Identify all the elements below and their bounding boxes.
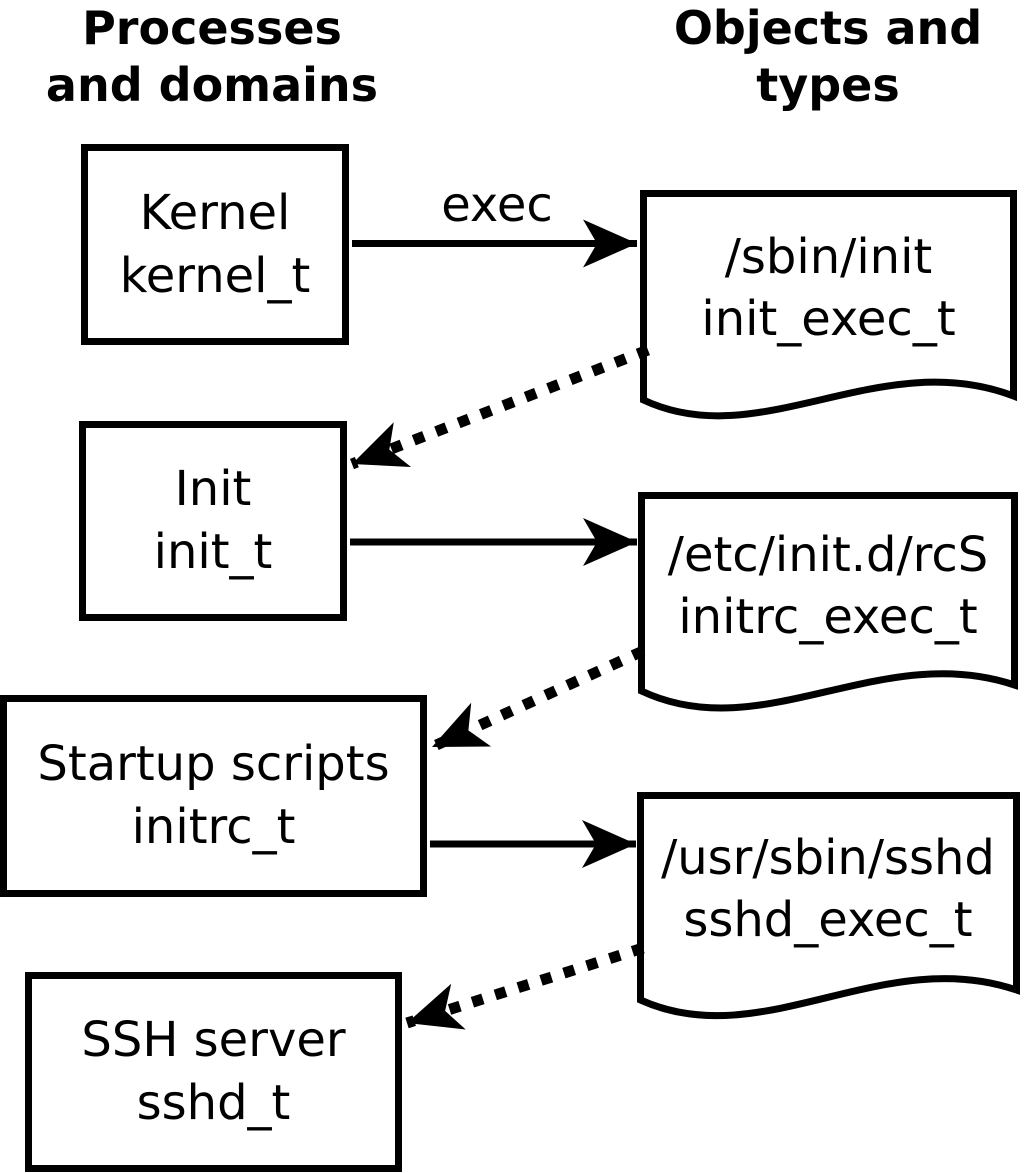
process-box-ssh-server: SSH server sshd_t	[25, 972, 402, 1172]
dotted-arrow-rcs-to-initrc	[429, 645, 646, 753]
process-name: SSH server	[81, 1012, 346, 1068]
process-name: Startup scripts	[37, 736, 390, 792]
document-shape-usr-sbin-sshd	[637, 792, 1020, 1020]
header-line: Objects and	[673, 1, 983, 55]
header-line: and domains	[45, 58, 379, 112]
process-domain-type: initrc_t	[131, 799, 296, 855]
process-domain-type: sshd_t	[136, 1075, 291, 1131]
process-box-init: Init init_t	[79, 421, 347, 621]
dotted-arrow-sshd-to-sshserver	[405, 942, 645, 1030]
process-name: Init	[174, 461, 252, 517]
column-header-objects-and-types: Objects and types	[632, 0, 1024, 114]
dotted-arrow-sbin-init-to-init	[350, 344, 650, 470]
edge-label-exec: exec	[441, 177, 553, 233]
column-header-processes-and-domains: Processes and domains	[0, 0, 424, 114]
document-shape-sbin-init	[640, 190, 1017, 420]
process-domain-type: init_t	[153, 524, 273, 580]
process-domain-type: kernel_t	[119, 247, 311, 304]
process-box-kernel: Kernel kernel_t	[81, 144, 349, 345]
header-line: Processes	[82, 1, 342, 55]
process-box-startup-scripts: Startup scripts initrc_t	[0, 695, 427, 897]
header-line: types	[756, 58, 900, 112]
document-shape-etc-initd-rcs	[638, 492, 1018, 712]
process-name: Kernel	[139, 184, 291, 241]
